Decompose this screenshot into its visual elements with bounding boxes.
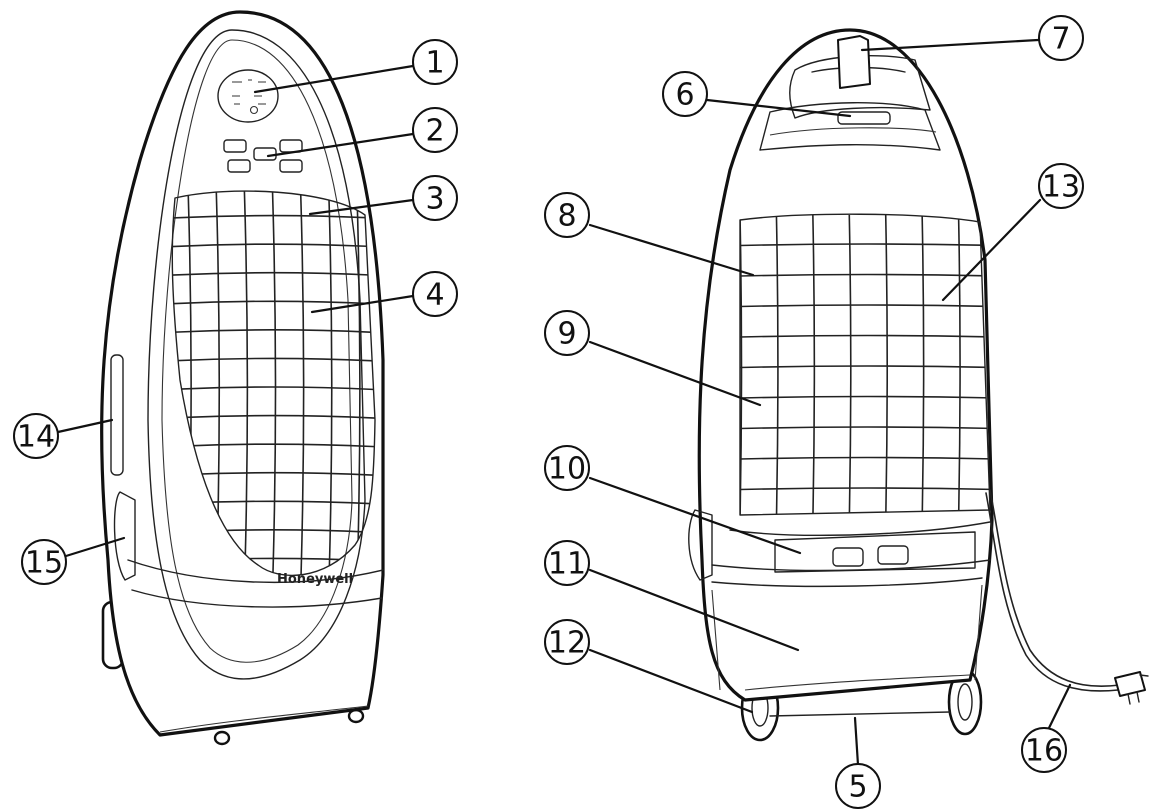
callout-13: 13 <box>1038 163 1084 209</box>
callout-label-2: 2 <box>425 114 444 149</box>
callout-label-10: 10 <box>548 452 586 487</box>
callout-label-4: 4 <box>425 278 444 313</box>
callout-2: 2 <box>412 107 458 153</box>
callout-label-8: 8 <box>557 199 576 234</box>
callout-4: 4 <box>412 271 458 317</box>
callout-12: 12 <box>544 619 590 665</box>
callout-8: 8 <box>544 192 590 238</box>
callout-15: 15 <box>21 539 67 585</box>
callout-label-6: 6 <box>675 78 694 113</box>
callout-label-9: 9 <box>557 317 576 352</box>
callout-3: 3 <box>412 175 458 221</box>
brand-logo: Honeywell <box>277 572 353 587</box>
callout-11: 11 <box>544 540 590 586</box>
callout-leaders <box>56 38 1072 767</box>
callout-1: 1 <box>412 39 458 85</box>
callout-label-1: 1 <box>425 46 444 81</box>
callout-14: 14 <box>13 413 59 459</box>
callout-6: 6 <box>662 71 708 117</box>
callout-7: 7 <box>1038 15 1084 61</box>
callout-label-7: 7 <box>1051 22 1070 57</box>
callout-label-16: 16 <box>1025 734 1063 769</box>
callout-label-5: 5 <box>848 770 867 805</box>
callout-label-12: 12 <box>548 626 586 661</box>
rear-view <box>688 28 1149 742</box>
callout-label-3: 3 <box>425 182 444 217</box>
callout-9: 9 <box>544 310 590 356</box>
callout-5: 5 <box>835 763 881 809</box>
callout-10: 10 <box>544 445 590 491</box>
callout-label-14: 14 <box>17 420 55 455</box>
callout-label-15: 15 <box>25 546 63 581</box>
callout-16: 16 <box>1021 727 1067 773</box>
front-view: Honeywell <box>100 10 385 746</box>
callout-label-13: 13 <box>1042 170 1080 205</box>
callout-label-11: 11 <box>548 547 586 582</box>
